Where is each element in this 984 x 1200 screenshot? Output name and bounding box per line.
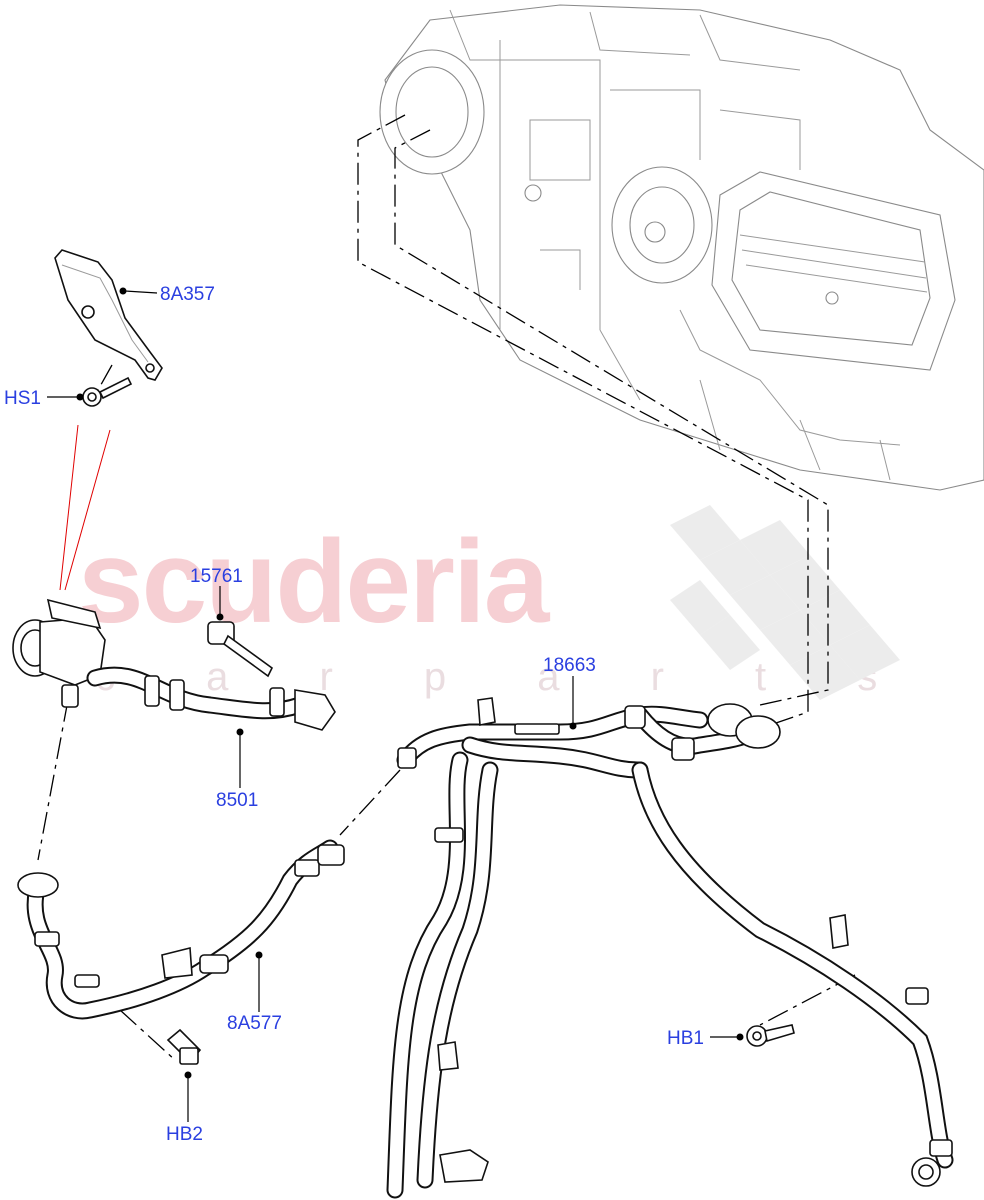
watermark-brand: scuderia (78, 516, 551, 648)
callout-8a357[interactable]: 8A357 (160, 284, 215, 305)
bolt-hb2 (166, 1028, 202, 1065)
water-pump (12, 598, 106, 708)
hose-8501 (86, 666, 336, 731)
watermark: scuderia c a r p a r t s (78, 505, 917, 700)
connector-15761 (207, 621, 274, 678)
callout-hs1[interactable]: HS1 (4, 388, 41, 409)
callout-18663[interactable]: 18663 (543, 655, 596, 676)
red-guide-lines (59, 424, 111, 591)
callout-hb1[interactable]: HB1 (667, 1028, 704, 1049)
bolt-hb1 (746, 1024, 795, 1047)
bracket-8a357 (54, 249, 163, 381)
callout-hb2[interactable]: HB2 (166, 1124, 203, 1145)
assembly-lines (37, 114, 856, 1061)
hose-8a577 (17, 839, 345, 1020)
watermark-tagline: c a r p a r t s (95, 655, 917, 699)
hvac-unit (379, 4, 984, 491)
callout-15761[interactable]: 15761 (190, 566, 243, 587)
bolt-hs1 (82, 376, 133, 407)
hose-assembly-18663 (386, 697, 954, 1199)
callouts: 8A357 HS1 15761 8501 18663 8A577 HB1 HB2 (4, 284, 704, 1145)
callout-8501[interactable]: 8501 (216, 790, 258, 811)
callout-8a577[interactable]: 8A577 (227, 1013, 282, 1034)
leader-lines (47, 287, 744, 1122)
